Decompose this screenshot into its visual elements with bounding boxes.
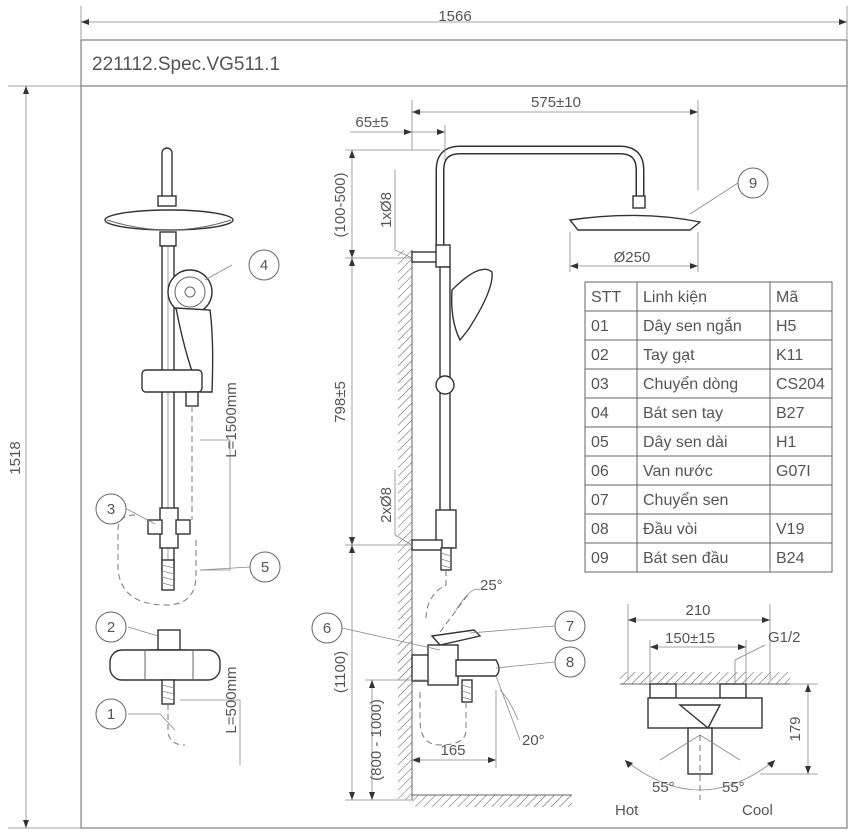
table-cell: 01: [591, 318, 609, 335]
svg-text:3: 3: [107, 501, 115, 518]
lever-angle-label: 25°: [480, 577, 503, 594]
table-cell: Bát sen tay: [643, 405, 723, 422]
table-cell: Bát sen đầu: [643, 550, 728, 567]
table-cell: 06: [591, 463, 609, 480]
rail-height-dimension: 798±5: [332, 381, 349, 423]
svg-text:1: 1: [107, 706, 115, 723]
head-diameter-dimension: Ø250: [614, 249, 651, 266]
valve-detail: [620, 604, 818, 800]
table-cell: 09: [591, 550, 609, 567]
svg-text:5: 5: [261, 559, 269, 576]
table-header-cell: STT: [591, 289, 621, 306]
callout-8: 8: [554, 646, 586, 678]
hose-long-length: L=1500mm: [223, 382, 240, 457]
cool-label: Cool: [742, 802, 773, 819]
cool-angle-label: 55°: [722, 779, 745, 796]
parts-table: STT Linh kiện Mã 01 Dây sen ngắn H5 02 Tay gạt K…: [584, 281, 833, 573]
table-cell: K11: [776, 347, 803, 364]
drawing-frame: [8, 6, 848, 829]
hot-angle-label: 55°: [652, 779, 675, 796]
svg-text:4: 4: [260, 257, 268, 274]
side-dimensions: [345, 100, 699, 801]
table-cell: G07I: [776, 463, 811, 480]
table-cell: Đầu vòi: [643, 521, 697, 538]
callout-7: 7: [554, 610, 586, 642]
spout-projection-dimension: 165: [440, 742, 465, 759]
table-cell: 03: [591, 376, 609, 393]
svg-text:2: 2: [107, 619, 115, 636]
svg-text:6: 6: [323, 620, 331, 637]
callout-9: 9: [737, 167, 769, 199]
hot-label: Hot: [615, 802, 639, 819]
thread-size-label: G1/2: [768, 629, 801, 646]
table-header-cell: Mã: [776, 289, 798, 306]
table-cell: Tay gạt: [643, 347, 695, 364]
lower-fixing-label: 2xØ8: [378, 487, 395, 523]
valve-height-dimension: (1100): [332, 651, 349, 693]
table-cell: B27: [776, 405, 805, 422]
table-cell: 08: [591, 521, 609, 538]
table-cell: 04: [591, 405, 609, 422]
svg-text:9: 9: [749, 175, 757, 192]
spout-angle-label: 20°: [522, 732, 545, 749]
wall-range-dimension: (100-500): [332, 172, 349, 237]
table-cell: 07: [591, 492, 609, 509]
overall-height-label: 1518: [7, 441, 24, 474]
table-cell: Dây sen dài: [643, 434, 728, 451]
svg-text:8: 8: [566, 654, 574, 671]
hose-short-length: L=500mm: [223, 666, 240, 733]
table-cell: 02: [591, 347, 609, 364]
table-cell: H5: [776, 318, 797, 335]
table-cell: V19: [776, 521, 805, 538]
spout-height-dimension: (800 - 1000): [368, 699, 385, 781]
table-cell: B24: [776, 550, 805, 567]
front-view: [104, 147, 251, 765]
table-cell: Dây sen ngắn: [643, 316, 742, 335]
upper-fixing-label: 1xØ8: [378, 192, 395, 228]
table-header-cell: Linh kiện: [643, 289, 707, 306]
drawing-code: 221112.Spec.VG511.1: [92, 54, 280, 75]
callout-4: 4: [248, 249, 280, 281]
valve-width-dimension: 210: [685, 602, 710, 619]
callout-6: 6: [311, 612, 343, 644]
callout-1: 1: [95, 698, 127, 730]
callout-5: 5: [249, 551, 281, 583]
valve-depth-dimension: 179: [787, 716, 804, 741]
side-view: [341, 145, 739, 807]
callout-3: 3: [95, 493, 127, 525]
overall-width-label: 1566: [438, 8, 471, 25]
svg-text:7: 7: [566, 618, 574, 635]
table-cell: Van nước: [643, 463, 713, 480]
offset-dimension: 65±5: [355, 114, 388, 131]
callout-2: 2: [95, 611, 127, 643]
table-cell: Chuyển sen: [643, 491, 728, 509]
valve-centers-dimension: 150±15: [665, 630, 715, 647]
table-cell: 05: [591, 434, 609, 451]
table-cell: Chuyển dòng: [643, 375, 738, 393]
arm-length-dimension: 575±10: [531, 94, 581, 111]
table-cell: CS204: [776, 376, 825, 393]
table-cell: H1: [776, 434, 797, 451]
